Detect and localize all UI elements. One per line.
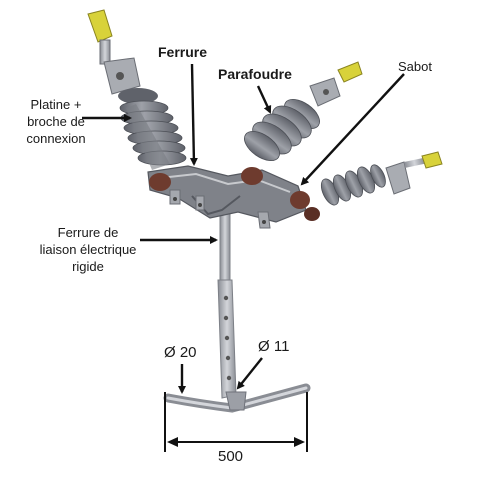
arrow-dia11 (236, 357, 263, 390)
label-dia-20: Ø 20 (164, 344, 197, 361)
label-width-500: 500 (218, 448, 244, 465)
label-liaison-line2: liaison électrique (39, 242, 137, 257)
left-insulator (87, 9, 187, 170)
label-liaison-line1: Ferrure de (57, 225, 119, 240)
surge-arrester (244, 61, 363, 161)
right-insulator (320, 151, 443, 206)
label-liaison: Ferrure de liaison électrique rigide (30, 224, 146, 275)
arrow-ferrure (189, 63, 198, 166)
label-platine-line1: Platine + (30, 97, 82, 112)
rigid-bonding-bracket (163, 199, 311, 413)
leader-arrows (82, 63, 405, 394)
label-platine: Platine + broche de connexion (16, 96, 96, 147)
label-platine-line2: broche de (27, 114, 85, 129)
label-parafoudre: Parafoudre (218, 66, 292, 82)
label-sabot: Sabot (398, 59, 432, 74)
central-frame (147, 165, 320, 229)
dimension-500 (164, 392, 308, 452)
arrow-sabot (300, 73, 405, 186)
arrow-parafoudre (256, 85, 272, 114)
label-dia-11: Ø 11 (258, 338, 290, 355)
label-liaison-line3: rigide (72, 259, 104, 274)
label-platine-line3: connexion (26, 131, 86, 146)
label-ferrure: Ferrure (158, 44, 208, 60)
